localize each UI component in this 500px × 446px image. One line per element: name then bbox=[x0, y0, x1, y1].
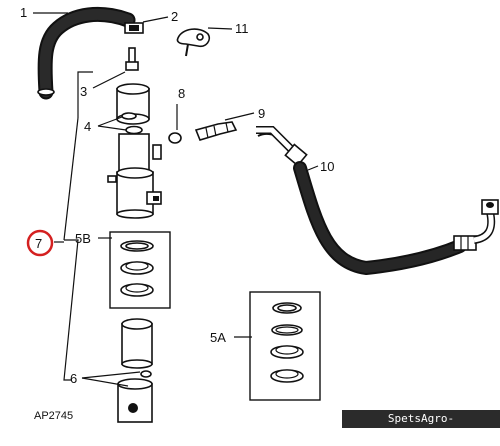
watermark: SpetsAgro-tov.agrobiz.net bbox=[342, 410, 500, 443]
leader-11 bbox=[207, 27, 233, 30]
callout-1: 1 bbox=[20, 5, 27, 20]
callout-10: 10 bbox=[320, 159, 334, 174]
nut-part-2 bbox=[124, 22, 144, 34]
fitting-part-3 bbox=[125, 47, 139, 71]
callout-3: 3 bbox=[80, 84, 87, 99]
elbow-part-9 bbox=[194, 121, 238, 141]
leader-6a bbox=[81, 371, 141, 379]
leader-4a bbox=[97, 116, 123, 127]
leader-4b bbox=[97, 125, 127, 131]
drawing-number: AP2745 bbox=[34, 410, 73, 422]
piston-part-6 bbox=[117, 318, 153, 423]
oring-part-8 bbox=[168, 132, 182, 144]
highlight-circle-7 bbox=[26, 229, 54, 257]
callout-11: 11 bbox=[235, 21, 249, 36]
leader-3 bbox=[92, 71, 126, 89]
leader-9 bbox=[224, 112, 255, 121]
seal-kit-5B bbox=[109, 231, 171, 309]
seal-kit-5A bbox=[249, 291, 321, 401]
callout-9: 9 bbox=[258, 106, 265, 121]
leader-10 bbox=[307, 165, 319, 171]
callout-4: 4 bbox=[84, 119, 91, 134]
bracket-7-bottom bbox=[63, 239, 79, 381]
hose-part-10 bbox=[256, 126, 499, 276]
callout-7: 7 bbox=[35, 236, 42, 251]
cylinder-body bbox=[107, 133, 162, 219]
clip-part-11 bbox=[176, 28, 211, 57]
leader-2 bbox=[142, 16, 169, 23]
exploded-parts-diagram: 1 2 11 3 4 bbox=[20, 5, 499, 423]
leader-6b bbox=[81, 377, 129, 387]
callout-5A: 5A bbox=[210, 330, 226, 345]
cylinder-upper bbox=[116, 83, 150, 125]
bracket-7-top bbox=[77, 71, 93, 118]
callout-6: 6 bbox=[70, 371, 77, 386]
callout-5B: 5B bbox=[75, 231, 91, 246]
callout-8: 8 bbox=[178, 86, 185, 101]
callout-2: 2 bbox=[171, 9, 178, 24]
hose-part-1 bbox=[37, 7, 136, 100]
bracket-7-side bbox=[63, 117, 79, 241]
